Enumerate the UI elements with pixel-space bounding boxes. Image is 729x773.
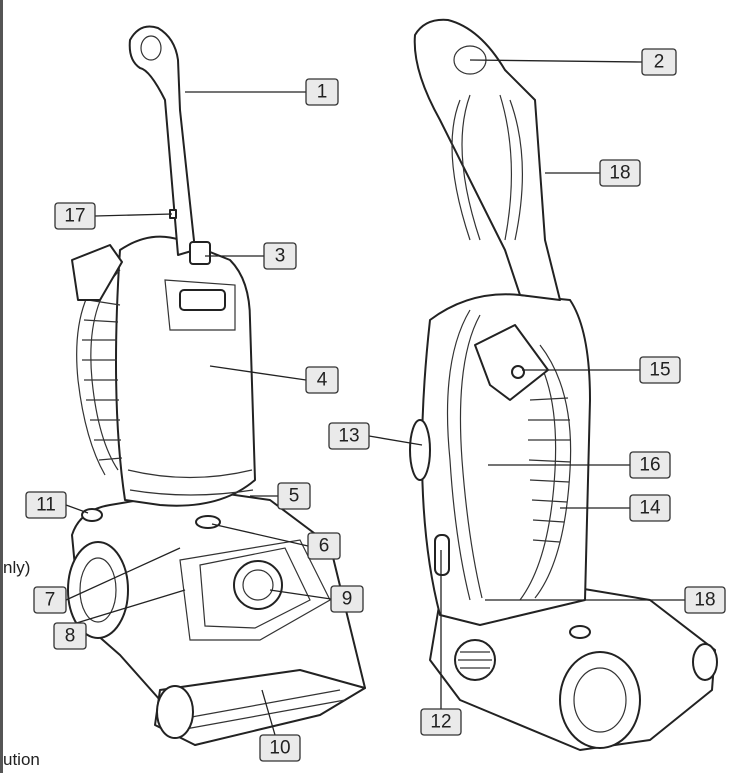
part-label-16: 16 [629,451,671,479]
part-label-10: 10 [259,734,301,762]
part-label-6: 6 [307,532,341,560]
part-label-8: 8 [53,622,87,650]
svg-text:5: 5 [289,486,300,507]
page-edge [0,0,3,773]
part-label-9: 9 [330,585,364,613]
text-fragment-only: nly) [3,558,31,577]
svg-text:11: 11 [36,495,56,516]
front-view-cleaner [67,25,366,746]
text-fragment-solution: ution [3,750,40,769]
svg-text:4: 4 [317,370,328,391]
part-label-1: 1 [305,78,339,106]
part-label-17: 17 [54,202,96,230]
svg-text:9: 9 [342,589,353,610]
part-label-3: 3 [263,242,297,270]
svg-text:1: 1 [317,82,328,103]
svg-text:15: 15 [649,360,670,381]
leader-lines [65,59,685,736]
svg-text:18: 18 [694,590,715,611]
svg-text:14: 14 [639,498,661,519]
svg-text:3: 3 [275,246,286,267]
part-label-15: 15 [639,356,681,384]
svg-text:13: 13 [338,426,359,447]
svg-text:17: 17 [64,206,85,227]
svg-text:16: 16 [639,455,660,476]
part-label-12: 12 [420,708,462,736]
part-label-7: 7 [33,586,67,614]
part-label-18-top: 18 [599,159,641,187]
svg-text:18: 18 [609,163,630,184]
svg-text:12: 12 [430,712,451,733]
svg-text:7: 7 [45,590,56,611]
svg-text:6: 6 [319,536,330,557]
part-label-13: 13 [328,422,370,450]
svg-text:10: 10 [269,738,290,759]
svg-text:8: 8 [65,626,76,647]
part-label-18-bottom: 18 [684,586,726,614]
part-label-5: 5 [277,482,311,510]
svg-text:2: 2 [654,52,665,73]
part-label-11: 11 [25,491,67,519]
part-label-2: 2 [641,48,677,76]
part-label-4: 4 [305,366,339,394]
back-view-cleaner [409,18,718,751]
part-label-14: 14 [629,494,671,522]
